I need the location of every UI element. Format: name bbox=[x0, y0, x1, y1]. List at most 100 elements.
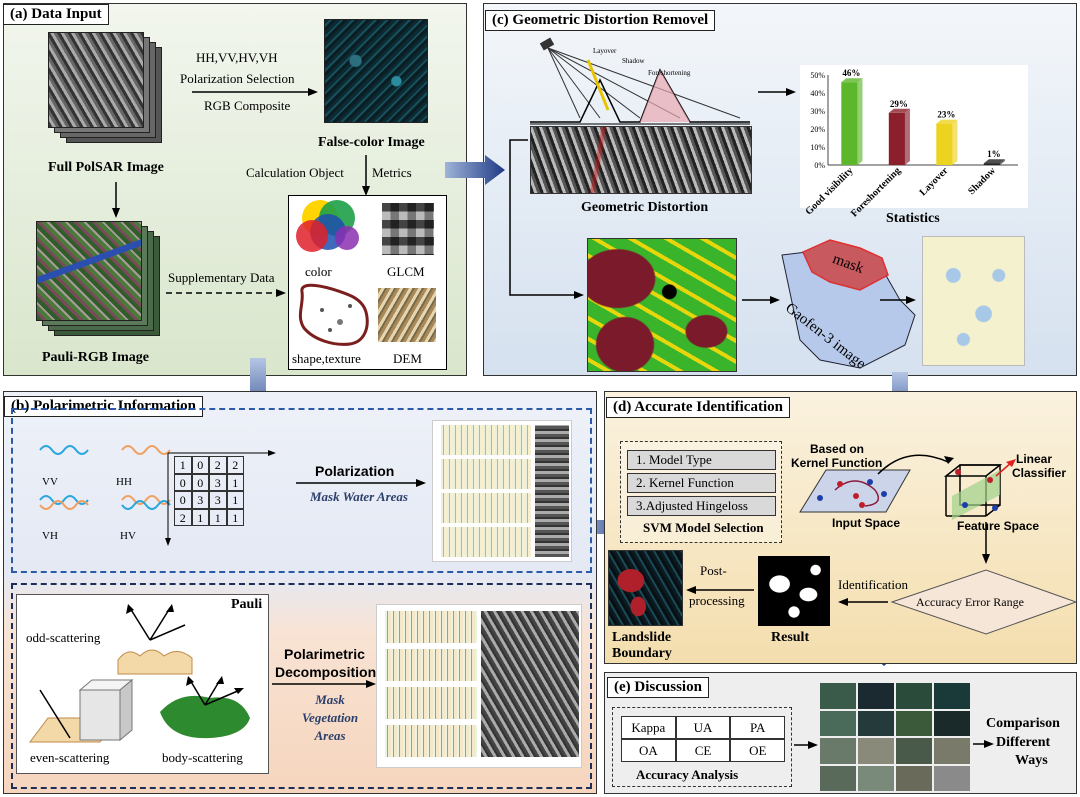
pauli-inner-box bbox=[16, 594, 269, 774]
glcm-image bbox=[382, 203, 434, 255]
calc-object-label: Calculation Object bbox=[246, 165, 344, 180]
decomp-label-2: Decomposition bbox=[275, 664, 377, 680]
landslide-label-2: Boundary bbox=[612, 646, 672, 661]
accuracy-range-label: Accuracy Error Range bbox=[916, 595, 1024, 609]
svm-kernel-diagram bbox=[686, 454, 1078, 635]
polarization-label: Polarization bbox=[315, 463, 395, 479]
dem-image bbox=[378, 288, 436, 342]
glcm-matrix-axes bbox=[165, 450, 276, 546]
pol-vh-label: VH bbox=[42, 530, 58, 542]
statistics-chart-frame bbox=[800, 65, 1028, 208]
body-scattering-label: body-scattering bbox=[162, 750, 243, 765]
panel-e-title: (e) Discussion bbox=[607, 677, 709, 698]
scattering-diagrams bbox=[29, 604, 250, 743]
bar-side bbox=[952, 119, 958, 165]
panel-b-title: (b) Polarimetric Information bbox=[4, 396, 203, 417]
y-tick-label: 20% bbox=[810, 125, 825, 134]
pol-hh-label: HH bbox=[116, 476, 132, 488]
metric-cell: UA bbox=[675, 716, 731, 739]
arrow-accuracy bbox=[794, 741, 818, 749]
pauli-rgb-label: Pauli-RGB Image bbox=[42, 350, 149, 365]
sar-geometry-diagram bbox=[530, 37, 750, 125]
classifier-label: Classifier bbox=[1012, 466, 1067, 480]
pol-hv-label: HV bbox=[120, 530, 136, 542]
layover-small-label: Layover bbox=[593, 47, 617, 55]
mask-veg-label-1: Mask bbox=[315, 692, 345, 707]
bar-value-label: 29% bbox=[890, 99, 908, 109]
color-venn-icon bbox=[296, 200, 359, 252]
odd-scattering-label: odd-scattering bbox=[26, 630, 101, 645]
bar bbox=[888, 112, 905, 165]
result-image bbox=[758, 556, 830, 626]
decomp-label-1: Polarimetric bbox=[284, 646, 365, 662]
kernel-function-label: Kernel Function bbox=[791, 456, 883, 470]
matrix-cell: 2 bbox=[174, 508, 192, 526]
result-label: Result bbox=[771, 630, 810, 645]
bar-top bbox=[983, 159, 1005, 164]
matrix-cell: 2 bbox=[209, 456, 227, 474]
y-tick-label: 50% bbox=[810, 71, 825, 80]
shape-texture-label: shape,texture bbox=[292, 351, 361, 366]
identification-label: Identification bbox=[838, 577, 909, 592]
glcm-label: GLCM bbox=[387, 264, 425, 279]
mask-veg-label-2: Vegetation bbox=[301, 710, 359, 725]
matrix-cell: 0 bbox=[174, 491, 192, 509]
arrow-to-final-map bbox=[880, 296, 916, 304]
based-on-label: Based on bbox=[810, 442, 865, 456]
arrow-polarization bbox=[296, 479, 426, 487]
metric-cell: PA bbox=[730, 716, 786, 739]
matrix-cell: 0 bbox=[174, 473, 192, 491]
matrix-cell: 1 bbox=[174, 456, 192, 474]
y-tick-label: 0% bbox=[814, 161, 825, 170]
arrow-to-statistics bbox=[758, 88, 796, 96]
pol-line-2: Polarization Selection bbox=[180, 71, 295, 86]
feature-space-label: Feature Space bbox=[957, 519, 1040, 533]
matrix-cell: 1 bbox=[191, 508, 209, 526]
accuracy-analysis-label: Accuracy Analysis bbox=[636, 767, 739, 782]
processing-label: processing bbox=[689, 593, 745, 608]
statistics-title: Statistics bbox=[886, 211, 940, 226]
accuracy-dashed-box bbox=[612, 707, 792, 787]
false-color-image bbox=[324, 19, 428, 123]
supplementary-label: Supplementary Data bbox=[168, 270, 275, 285]
panel-d-title: (d) Accurate Identification bbox=[606, 397, 790, 418]
svm-item: 1. Model Type bbox=[627, 450, 776, 470]
y-tick-label: 30% bbox=[810, 107, 825, 116]
pol-line-3: RGB Composite bbox=[204, 98, 291, 113]
arrow-to-false-color bbox=[192, 88, 318, 96]
arrow-down-to-metrics bbox=[362, 155, 370, 196]
metrics-label: Metrics bbox=[372, 165, 412, 180]
panel-a-title: (a) Data Input bbox=[3, 4, 109, 25]
matrix-cell: 1 bbox=[226, 473, 244, 491]
comparison-label-1: Comparison bbox=[986, 716, 1060, 731]
metric-cell: CE bbox=[675, 739, 731, 762]
polarization-wave-icons bbox=[39, 445, 171, 510]
bar-top bbox=[888, 108, 910, 113]
matrix-cell: 1 bbox=[226, 508, 244, 526]
shape-texture-icon bbox=[298, 283, 369, 346]
pauli-label: Pauli bbox=[231, 597, 263, 612]
arrow-decomposition bbox=[272, 680, 376, 688]
statistics-chart: 0%10%20%30%40%50%46%Good visibility29%Fo… bbox=[804, 68, 1018, 219]
category-label: Layover bbox=[918, 165, 951, 198]
bar-value-label: 46% bbox=[842, 68, 860, 78]
pol-vv-label: VV bbox=[42, 476, 58, 488]
bar-top bbox=[841, 78, 863, 83]
even-scattering-label: even-scattering bbox=[30, 750, 110, 765]
matrix-cell: 1 bbox=[209, 508, 227, 526]
blue-arrow-a-to-c bbox=[445, 155, 505, 185]
post-label: Post- bbox=[700, 563, 727, 578]
foreshortening-small-label: Foreshortening bbox=[648, 69, 691, 77]
mask-water-label: Mask Water Areas bbox=[310, 489, 408, 504]
bar bbox=[841, 82, 858, 165]
color-label: color bbox=[305, 264, 332, 279]
comparison-label-3: Ways bbox=[1015, 753, 1048, 768]
comparison-label-2: Different bbox=[996, 735, 1051, 750]
bar-value-label: 23% bbox=[937, 110, 955, 120]
category-label: Shadow bbox=[966, 165, 998, 197]
metric-cell: OA bbox=[621, 739, 676, 762]
matrix-cell: 3 bbox=[191, 491, 209, 509]
